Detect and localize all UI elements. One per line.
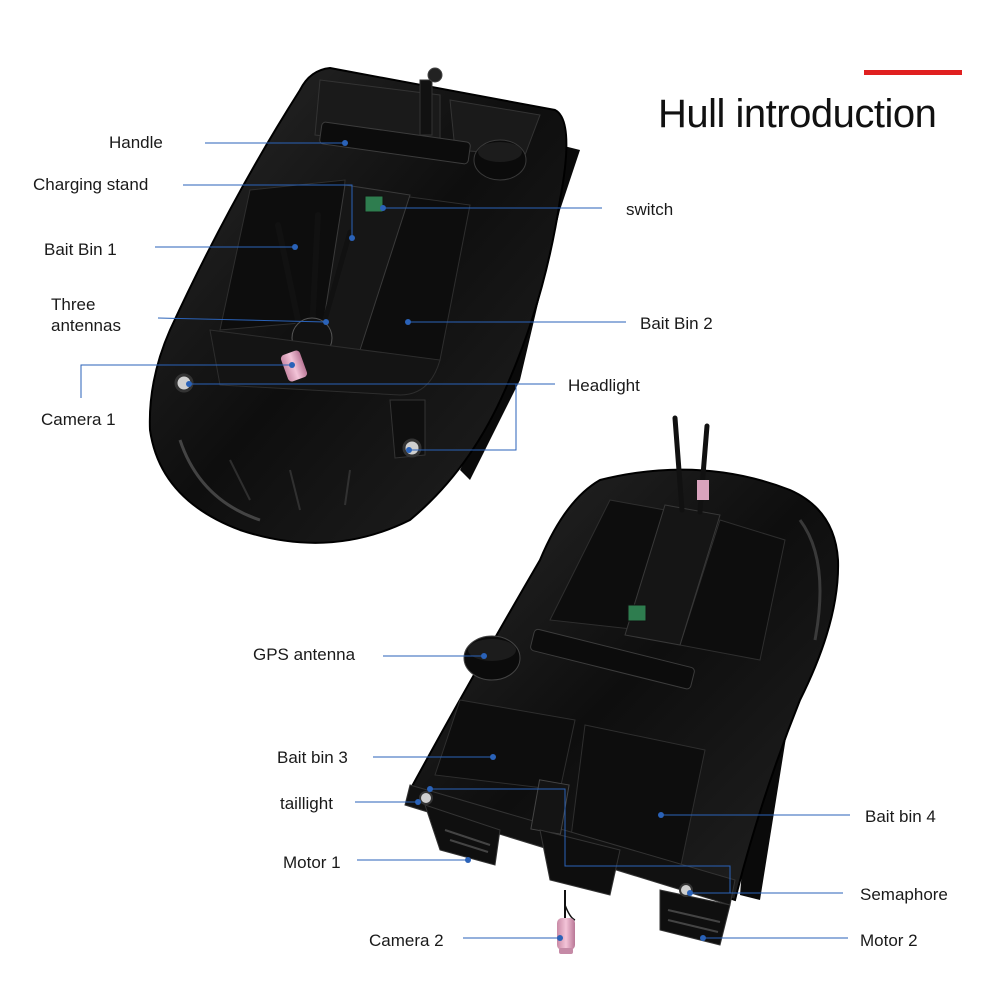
label-camera-1: Camera 1 [41, 410, 116, 429]
label-camera-2: Camera 2 [369, 931, 444, 950]
leader-semaphore-a [430, 788, 731, 893]
headlight-left [174, 373, 194, 393]
label-three-antennas-1: Three [51, 295, 96, 314]
label-bait-bin-3: Bait bin 3 [277, 748, 348, 767]
bottom-boat [404, 415, 840, 954]
label-gps-antenna: GPS antenna [253, 645, 356, 664]
label-motor-1: Motor 1 [283, 853, 341, 872]
label-headlight: Headlight [568, 376, 640, 395]
handle-bar [319, 121, 471, 165]
page-title: Hull introduction [658, 92, 937, 136]
switch-box [364, 195, 384, 213]
label-bait-bin-2: Bait Bin 2 [640, 314, 713, 333]
label-charging-stand: Charging stand [33, 175, 149, 194]
label-handle: Handle [109, 133, 163, 152]
taillight-shape [419, 791, 433, 805]
leader-charging-stand [183, 184, 353, 238]
leader-dots [186, 140, 706, 941]
leader-lines [80, 142, 850, 939]
label-bait-bin-4: Bait bin 4 [865, 807, 936, 826]
switch-box-bottom [627, 604, 647, 622]
label-taillight: taillight [280, 794, 333, 813]
label-motor-2: Motor 2 [860, 931, 918, 950]
top-boat [148, 66, 580, 544]
label-switch: switch [626, 200, 674, 219]
label-bait-bin-1: Bait Bin 1 [44, 240, 117, 259]
handle-bar-bottom [530, 628, 695, 690]
label-semaphore: Semaphore [860, 885, 948, 904]
headlight-right [402, 438, 422, 458]
title-accent-bar [864, 70, 962, 75]
label-three-antennas-2: antennas [51, 316, 121, 335]
leader-headlight-b [409, 384, 517, 451]
leader-camera-1 [80, 364, 292, 398]
camera-2-shape [557, 918, 575, 950]
leader-three-antennas [157, 317, 327, 323]
